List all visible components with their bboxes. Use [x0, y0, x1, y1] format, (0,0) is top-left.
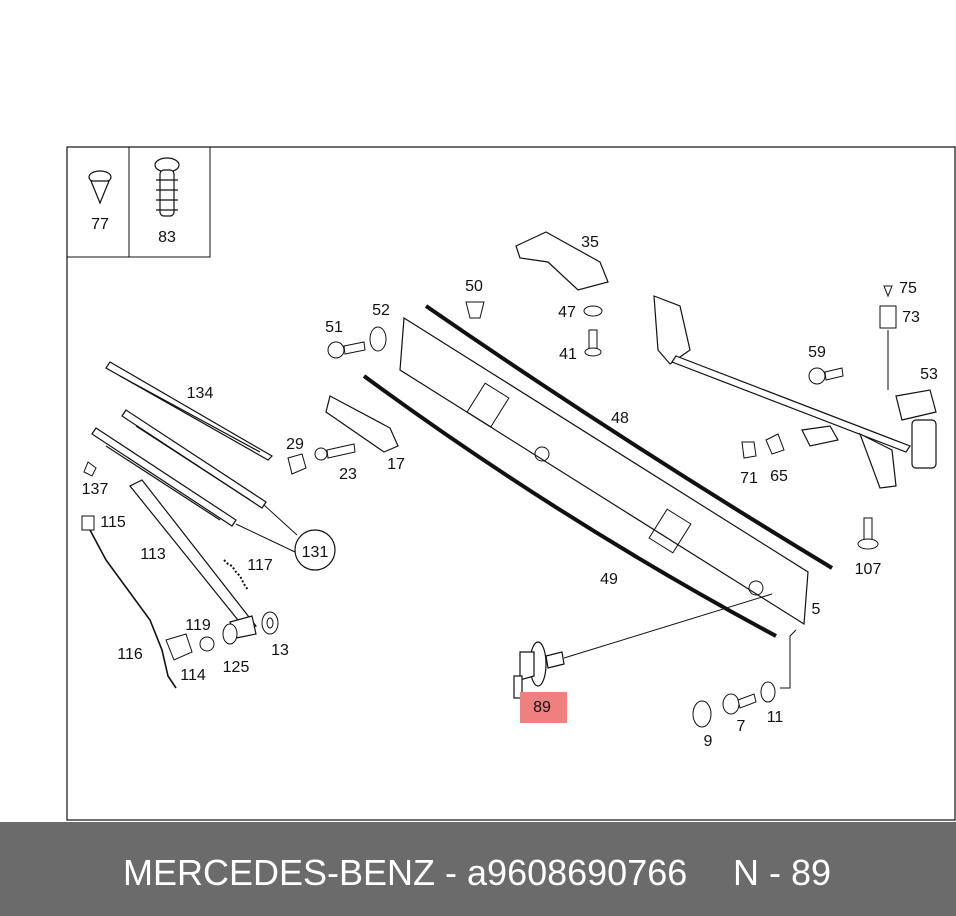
part-label: 29: [286, 436, 304, 453]
screw-plug-icon-83: [154, 157, 180, 217]
leader-line: [235, 523, 296, 553]
inset-label: 83: [158, 229, 176, 246]
washer-125: [222, 623, 238, 645]
part-label: 47: [558, 304, 576, 321]
nut-119: [199, 636, 215, 652]
wiper-motor-53: [895, 389, 937, 469]
part-label: 17: [387, 456, 405, 473]
part-label: 119: [185, 617, 211, 634]
plug-75: [883, 285, 893, 298]
part-label: 51: [325, 319, 343, 336]
wiper-blade-134: [105, 361, 273, 461]
leader-line: [263, 504, 298, 536]
footer-bar: MERCEDES-BENZ - a9608690766 N - 89: [0, 822, 956, 916]
part-label: 125: [223, 659, 250, 676]
screw-59: [808, 367, 844, 385]
handle-17: [325, 395, 399, 453]
part-label: 116: [117, 646, 143, 663]
connector-73: [879, 305, 897, 329]
brand-part-number: MERCEDES-BENZ - a9608690766: [123, 852, 688, 893]
highlight-box: [520, 692, 567, 723]
part-label: 53: [920, 366, 938, 383]
wiper-blade-upper: [121, 409, 267, 509]
highlighted-part-label: 89: [533, 699, 551, 716]
part-label: 52: [372, 302, 390, 319]
part-label: 113: [140, 546, 166, 563]
inset-label: 77: [91, 216, 109, 233]
callout-circle-131: [294, 529, 336, 571]
part-label: 13: [271, 642, 289, 659]
part-label: 23: [339, 466, 357, 483]
clip-115: [81, 515, 95, 531]
inset-box-77: [66, 146, 130, 258]
wiper-blade-lower: [91, 427, 237, 527]
part-label: 59: [808, 344, 826, 361]
bracket-35: [515, 231, 609, 291]
wiper-linkage-frame: [653, 295, 911, 489]
washer-47: [583, 305, 603, 317]
clip-icon-77: [88, 170, 112, 205]
part-label: 41: [559, 346, 577, 363]
cap-114: [165, 633, 193, 661]
part-label: 131: [302, 544, 329, 561]
part-label: 115: [100, 514, 126, 531]
part-label: 35: [581, 234, 599, 251]
part-label: 137: [82, 481, 109, 498]
leader-line: [780, 629, 797, 689]
clip-50: [465, 301, 485, 319]
leader-line: [563, 593, 773, 659]
bolt-41: [584, 329, 602, 357]
bolt-107: [857, 517, 879, 550]
part-label: 107: [855, 561, 882, 578]
spring-117: [223, 559, 249, 591]
part-label: 71: [740, 470, 758, 487]
inset-box-83: [128, 146, 211, 258]
cowl-panel-5: [399, 316, 809, 626]
part-label: 75: [899, 280, 917, 297]
nut-71: [741, 441, 757, 459]
grommet-13: [261, 611, 279, 635]
screw-51: [327, 341, 366, 359]
part-label: 9: [704, 733, 713, 750]
part-label: 11: [767, 709, 784, 726]
part-label: 73: [902, 309, 920, 326]
screw-23: [314, 443, 356, 461]
screw-7: [722, 693, 757, 715]
cap-29: [287, 453, 307, 475]
grommet-9: [692, 700, 712, 728]
washer-52: [369, 326, 387, 352]
part-label: 65: [770, 468, 788, 485]
seal-strip-49: [362, 374, 777, 638]
linkage-rod-116: [89, 529, 177, 689]
part-label: 48: [611, 410, 629, 427]
part-label: 117: [247, 557, 273, 574]
part-label: 7: [737, 718, 746, 735]
washer-11: [760, 681, 776, 703]
clip-65: [765, 433, 785, 455]
part-label: 114: [180, 667, 206, 684]
seal-strip-48: [424, 304, 834, 570]
diagram-frame: [66, 146, 956, 821]
clip-137: [83, 461, 97, 477]
part-label: 5: [812, 601, 821, 618]
part-label: 49: [600, 571, 618, 588]
page-reference: N - 89: [733, 852, 832, 893]
part-label: 50: [465, 278, 483, 295]
washer-nozzle-89: [513, 641, 565, 699]
part-label: 134: [187, 385, 214, 402]
